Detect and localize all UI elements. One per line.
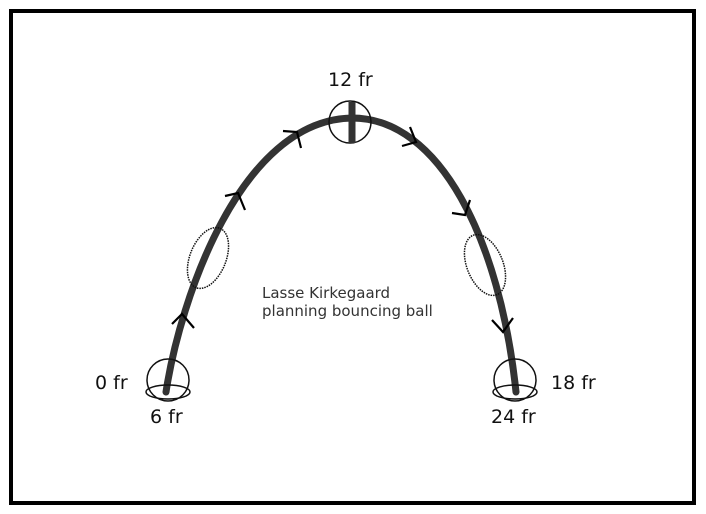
ball-circle-icon [146,358,190,402]
caption-author: Lasse Kirkegaard [262,284,390,302]
frame-label-contact: 6 fr [150,406,183,428]
ball-contact-right [492,358,538,402]
ball-contact-left [145,358,191,402]
chevron-arrow-icon [224,191,247,211]
caption-description: planning bouncing ball [262,302,433,320]
chevron-arrow-icon [282,129,303,149]
ball-apex [328,100,372,144]
chevron-arrow-icon [491,317,514,334]
squash-ellipse-icon [145,384,191,400]
diagram-border [9,9,696,505]
frame-label-start: 0 fr [95,372,128,394]
frame-label-land: 18 fr [551,372,596,394]
squash-ellipse-icon [492,384,538,400]
chevron-arrow-icon [451,199,472,217]
stretch-ellipse-icon [463,233,507,297]
frame-label-apex: 12 fr [328,69,373,91]
stretch-ellipse-icon [186,226,230,290]
ball-circle-icon [493,358,537,402]
chevron-arrow-icon [401,126,418,148]
frame-label-end: 24 fr [491,406,536,428]
chevron-arrow-icon [171,312,195,329]
